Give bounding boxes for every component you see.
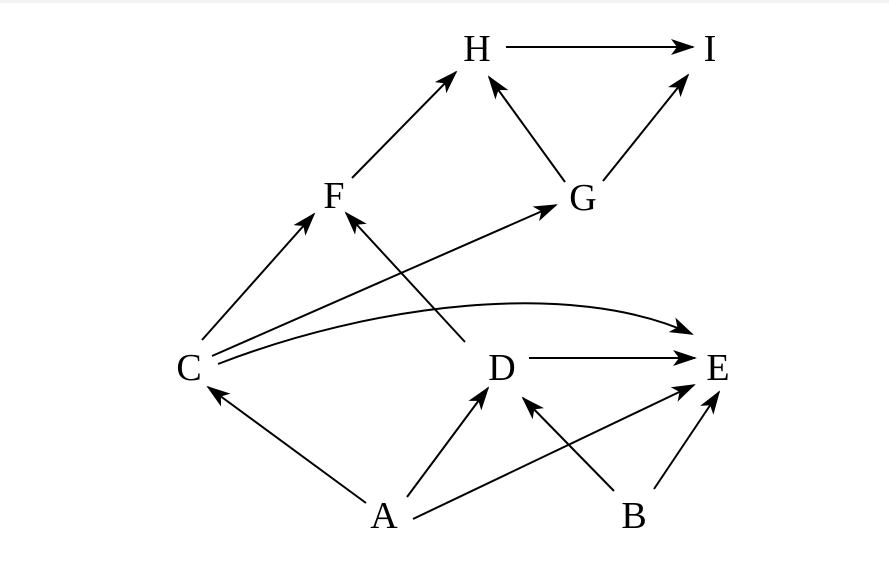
edge-a-d: [406, 386, 490, 498]
node-c: C: [176, 347, 201, 389]
node-i: I: [704, 28, 717, 70]
node-e: E: [706, 347, 729, 389]
edge-b-e: [653, 390, 721, 490]
top-border: [0, 0, 889, 3]
node-a: A: [370, 495, 398, 537]
edge-a-e: [412, 384, 696, 520]
edge-g-h: [487, 75, 566, 183]
edge-c-f: [201, 212, 316, 341]
node-g: G: [569, 177, 596, 219]
edge-a-c: [206, 385, 367, 504]
edge-g-i: [602, 73, 690, 182]
edge-c-g: [211, 204, 558, 357]
node-h: H: [463, 28, 490, 70]
edge-d-f: [344, 211, 466, 343]
node-f: F: [323, 175, 344, 217]
edge-c-e: [217, 302, 694, 365]
edge-b-d: [521, 396, 615, 492]
node-d: D: [488, 347, 515, 389]
nodes: H I F G C D E A B: [176, 28, 729, 537]
node-b: B: [621, 495, 646, 537]
edges: [201, 39, 721, 520]
edge-f-h: [351, 70, 458, 179]
